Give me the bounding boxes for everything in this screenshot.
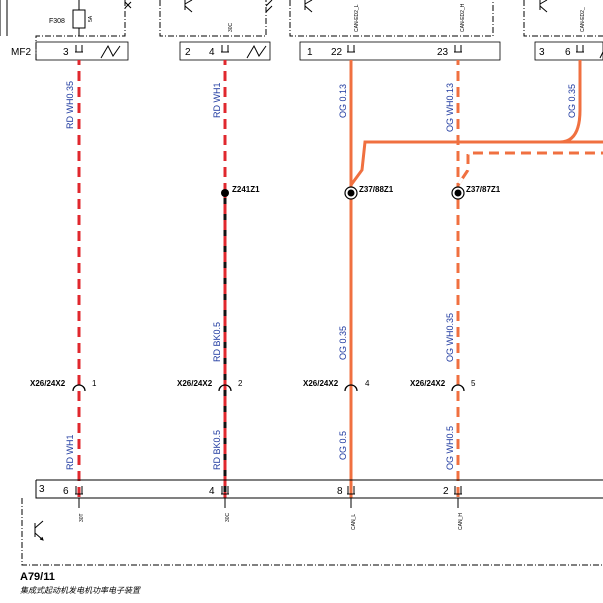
wire-1-upper-label: RD WH0.35 bbox=[65, 81, 75, 129]
top-pin-terminals bbox=[75, 45, 584, 53]
sep-label-5: X26/24X2 bbox=[410, 379, 446, 388]
spring-contact-1 bbox=[100, 44, 121, 59]
wire-3-lower-label: OG 0.5 bbox=[338, 431, 348, 460]
wire-5-orange bbox=[559, 60, 582, 144]
fuse-name: F308 bbox=[49, 18, 65, 25]
splice-label-z3787z1: Z37/87Z1 bbox=[466, 185, 501, 194]
module-box-2 bbox=[159, 0, 267, 37]
sep-arc-1 bbox=[72, 384, 86, 392]
sep-label-2: X26/24X2 bbox=[177, 379, 213, 388]
wire-labels: RD WH0.35 RD WH1 RD WH1 RD BK0.5 RD BK0.… bbox=[65, 81, 577, 470]
wire-1-lower-label: RD WH1 bbox=[65, 435, 75, 471]
bottom-transistor-symbol bbox=[34, 520, 44, 541]
top-modules bbox=[0, 0, 603, 61]
bottom-module-connector-pin: 3 bbox=[39, 484, 45, 495]
top-symbol-4 bbox=[304, 0, 313, 13]
bottom-signal-can-l: CAN_L bbox=[351, 514, 357, 530]
bottom-pin-4: 4 bbox=[209, 486, 215, 497]
wire-4-lower-label: OG WH0.5 bbox=[445, 426, 455, 470]
wire-2-upper-label: RD WH1 bbox=[212, 83, 222, 119]
sep-label-1: X26/24X2 bbox=[30, 379, 66, 388]
wire-4-branch-stripe bbox=[456, 151, 603, 186]
wire-2-lower-label: RD BK0.5 bbox=[212, 430, 222, 470]
connector-strip-1 bbox=[35, 41, 129, 61]
top-pin-23: 23 bbox=[437, 47, 449, 58]
module-box-3 bbox=[289, 0, 494, 37]
bottom-module bbox=[21, 479, 603, 566]
top-symbol-3 bbox=[265, 0, 273, 13]
top-box-2-number: 2 bbox=[185, 47, 191, 58]
wire-3-branch bbox=[349, 140, 603, 186]
bottom-connector-strip bbox=[35, 480, 603, 499]
module-box-1 bbox=[35, 0, 126, 60]
top-symbol-1 bbox=[124, 1, 132, 9]
top-pin-22: 22 bbox=[331, 47, 343, 58]
top-pin-3: 3 bbox=[63, 47, 69, 58]
sep-pin-2: 2 bbox=[238, 379, 243, 388]
sep-pin-4: 4 bbox=[365, 379, 370, 388]
splice-dot-z3788z1 bbox=[347, 189, 355, 197]
bottom-module-box bbox=[21, 498, 603, 566]
spring-contact-2 bbox=[246, 44, 267, 59]
splices: Z241Z1 Z37/88Z1 Z37/87Z1 bbox=[221, 185, 501, 200]
bottom-pin-8: 8 bbox=[337, 486, 343, 497]
sep-arc-2 bbox=[218, 384, 232, 392]
splice-label-z241z1: Z241Z1 bbox=[232, 185, 260, 194]
top-box-3-number: 3 bbox=[539, 47, 545, 58]
bottom-signal-30c: 30C bbox=[225, 512, 231, 522]
fuse-f308: F308 5A bbox=[49, 0, 94, 36]
top-box-1-number: 1 bbox=[307, 47, 313, 58]
wire-4-branch bbox=[456, 151, 603, 186]
sep-arc-5 bbox=[451, 384, 465, 392]
wire-5-upper-label: OG 0.35 bbox=[567, 84, 577, 118]
splice-dot-z241z1 bbox=[221, 189, 229, 197]
component-name: A79/11 bbox=[20, 571, 55, 583]
connector-strip-4 bbox=[534, 41, 603, 61]
top-symbol-5 bbox=[539, 0, 548, 13]
top-symbol-2 bbox=[184, 0, 193, 13]
top-signal-30c: 30C bbox=[228, 22, 234, 32]
module-box-4 bbox=[523, 0, 603, 37]
top-signal-can-l: CAN-ED2_L bbox=[354, 4, 360, 32]
splice-dot-z3787z1 bbox=[454, 189, 462, 197]
bottom-signal-can-h: CAN_H bbox=[458, 513, 464, 530]
top-pin-4: 4 bbox=[209, 47, 215, 58]
sep-pin-5: 5 bbox=[471, 379, 476, 388]
top-signal-can-3: CAN-ED2_ bbox=[580, 7, 586, 32]
top-left-connector-label: MF2 bbox=[11, 47, 31, 58]
separation-points: X26/24X2 1 X26/24X2 2 X26/24X2 4 X26/24X… bbox=[30, 379, 476, 392]
wire-4-mid-label: OG WH0.35 bbox=[445, 313, 455, 362]
bottom-pin-2: 2 bbox=[443, 486, 449, 497]
wire-2-mid-label: RD BK0.5 bbox=[212, 322, 222, 362]
wire-3-upper-label: OG 0.13 bbox=[338, 84, 348, 118]
fuse-rating: 5A bbox=[88, 15, 94, 22]
sep-label-4: X26/24X2 bbox=[303, 379, 339, 388]
top-signal-can-h: CAN-ED2_H bbox=[460, 3, 466, 32]
splice-label-z3788z1: Z37/88Z1 bbox=[359, 185, 394, 194]
sep-arc-4 bbox=[344, 384, 358, 392]
wire-3-mid-label: OG 0.35 bbox=[338, 326, 348, 360]
top-pin-6: 6 bbox=[565, 47, 571, 58]
wire-4-upper-label: OG WH0.13 bbox=[445, 83, 455, 132]
wires bbox=[77, 60, 603, 498]
component-description: 集成式起动机发电机功率电子装置 bbox=[20, 586, 140, 595]
sep-pin-1: 1 bbox=[92, 379, 97, 388]
bottom-pin-6: 6 bbox=[63, 486, 69, 497]
bottom-signal-30t: 30T bbox=[79, 513, 85, 522]
connector-strip-3 bbox=[299, 41, 501, 61]
